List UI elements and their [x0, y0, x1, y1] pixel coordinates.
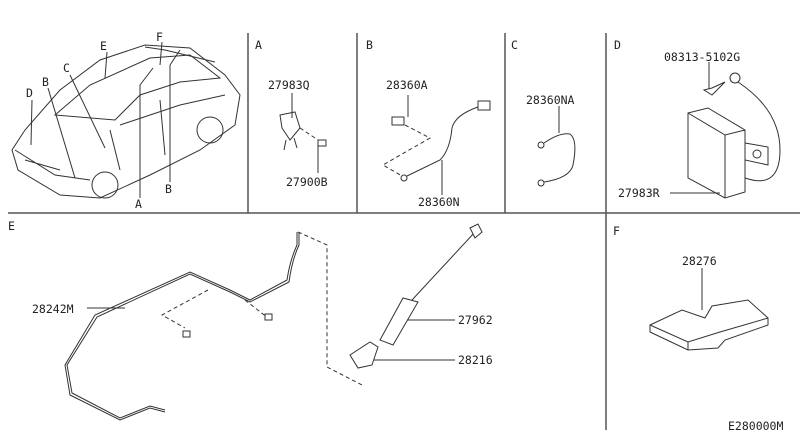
section-c-letter: C: [511, 38, 518, 52]
callout-f: F: [156, 30, 163, 44]
part-27983r: 27983R: [618, 186, 660, 200]
callout-a: A: [135, 197, 142, 211]
callout-d: D: [26, 86, 33, 100]
diagram-code: E280000M: [728, 419, 783, 433]
callout-b2: B: [165, 182, 172, 196]
part-28242m: 28242M: [32, 302, 74, 316]
section-b-drawing: [381, 95, 491, 195]
section-d-letter: D: [614, 38, 621, 52]
section-e-drawing: [64, 223, 483, 421]
part-28216: 28216: [458, 353, 493, 367]
callout-e: E: [100, 39, 107, 53]
callout-c: C: [63, 61, 70, 75]
part-27983q: 27983Q: [268, 78, 310, 92]
car-overview-drawing: [11, 41, 241, 199]
section-d-drawing: [670, 62, 781, 199]
section-b-letter: B: [366, 38, 373, 52]
section-f-drawing: [649, 268, 769, 351]
part-28360na: 28360NA: [526, 93, 575, 107]
callout-b: B: [42, 75, 49, 89]
part-08313-5102g: 08313-5102G: [664, 50, 740, 64]
part-27962: 27962: [458, 313, 493, 327]
part-27900b: 27900B: [286, 175, 328, 189]
section-c-drawing: [537, 106, 576, 187]
part-28276: 28276: [682, 254, 717, 268]
section-e-letter: E: [8, 219, 15, 233]
part-28360a: 28360A: [386, 78, 428, 92]
section-dividers: [8, 33, 800, 430]
section-a-letter: A: [255, 38, 262, 52]
section-a-drawing: [279, 93, 327, 173]
part-28360n: 28360N: [418, 195, 460, 209]
section-f-letter: F: [613, 224, 620, 238]
